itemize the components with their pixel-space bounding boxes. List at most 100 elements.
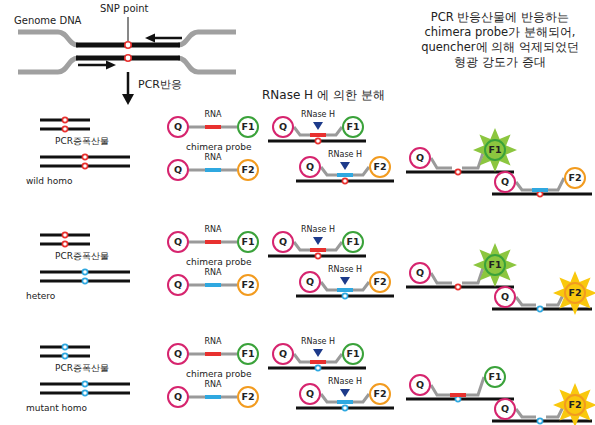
rnase-h-marker (340, 277, 350, 285)
text-label: mutant homo (26, 403, 87, 414)
rna-segment (337, 173, 353, 177)
quencher-circle: Q (272, 231, 294, 253)
quencher-circle: Q (272, 116, 294, 138)
fluorophore-circle: F2 (369, 383, 391, 405)
snp-dot (125, 55, 131, 61)
node-text: F1 (488, 145, 501, 155)
snp-dot (62, 232, 67, 237)
snp-dot (537, 191, 542, 196)
text-label: chimera probe (186, 257, 252, 268)
node-text: Q (279, 349, 287, 359)
snp-dot (62, 353, 67, 358)
target-region (76, 56, 180, 61)
rnase-h-marker (340, 162, 350, 170)
snp-dot (125, 42, 131, 48)
probe-connector (516, 178, 564, 190)
quencher-circle: Q (167, 231, 189, 253)
quencher-circle: Q (494, 286, 516, 308)
primer-arrowhead (106, 61, 116, 70)
edge-label: RNase H (328, 150, 362, 160)
node-text: Q (174, 237, 182, 247)
rna-segment (310, 248, 326, 252)
text-label: chimera probe (186, 142, 252, 153)
genome-strand (18, 58, 78, 72)
cleaved-probe (516, 409, 536, 417)
quencher-circle: Q (299, 271, 321, 293)
node-text: F1 (346, 237, 359, 247)
snp-dot (455, 396, 460, 401)
quencher-circle: Q (167, 159, 189, 181)
fluorophore-circle: F1 (237, 343, 259, 365)
rna-segment (337, 288, 353, 292)
text-label: Genome DNA (14, 15, 81, 28)
node-text: Q (306, 162, 314, 172)
primer-arrow (78, 64, 108, 67)
rna-segment (205, 395, 221, 399)
rnase-h-marker (313, 122, 323, 130)
fluorophore-circle: F2 (237, 386, 259, 408)
snp-dot (82, 381, 87, 386)
rnase-h-marker (340, 389, 350, 397)
snp-dot (455, 284, 460, 289)
snp-dot (537, 418, 542, 423)
node-text: Q (174, 392, 182, 402)
rna-segment (205, 283, 221, 287)
node-text: Q (306, 277, 314, 287)
fluorophore-circle: F2 (564, 167, 586, 189)
node-text: F1 (488, 372, 501, 382)
rna-segment (205, 352, 221, 356)
fluorophore-circle: F1 (237, 116, 259, 138)
rna-segment (205, 125, 221, 129)
process-arrow (127, 72, 130, 96)
node-text: Q (174, 349, 182, 359)
edge-label: RNA (204, 225, 221, 235)
rna-segment (205, 168, 221, 172)
rna-segment (337, 400, 353, 404)
snp-dot (62, 241, 67, 246)
primer-arrowhead (145, 34, 155, 43)
leader-line (128, 17, 129, 41)
probe-connector (189, 353, 237, 356)
quencher-circle: Q (299, 383, 321, 405)
quencher-circle: Q (167, 274, 189, 296)
node-text: Q (416, 268, 424, 278)
fluorophore-circle: F1 (484, 254, 506, 276)
text-label: hetero (26, 291, 55, 302)
target-region (76, 43, 180, 48)
node-text: F1 (346, 122, 359, 132)
node-text: Q (174, 122, 182, 132)
fluorophore-circle: F1 (342, 231, 364, 253)
probe-connector (189, 126, 237, 129)
text-label: RNase H 에 의한 분해 (262, 88, 385, 103)
probe-connector (189, 396, 237, 399)
snp-dot (62, 126, 67, 131)
genome-strand (178, 58, 236, 72)
node-text: F2 (373, 162, 386, 172)
snp-dot (62, 117, 67, 122)
node-text: F2 (241, 280, 254, 290)
cleaved-probe (431, 158, 452, 168)
node-text: Q (501, 292, 509, 302)
text-label: SNP point (100, 3, 149, 16)
node-text: Q (501, 177, 509, 187)
snp-dot (315, 365, 320, 370)
fluorescence-burst (553, 383, 595, 425)
snp-dot (315, 138, 320, 143)
snp-dot (342, 293, 347, 298)
genome-strand (18, 32, 78, 45)
probe-connector (431, 377, 484, 395)
edge-label: RNA (204, 268, 221, 278)
fluorophore-circle: F1 (342, 116, 364, 138)
node-text: F1 (241, 237, 254, 247)
snp-dot (537, 306, 542, 311)
rna-segment (205, 240, 221, 244)
node-text: Q (416, 153, 424, 163)
quencher-circle: Q (167, 116, 189, 138)
node-text: F1 (488, 260, 501, 270)
edge-label: RNase H (301, 110, 335, 120)
probe-connector (189, 241, 237, 244)
quencher-circle: Q (494, 398, 516, 420)
snp-dot (82, 163, 87, 168)
node-text: Q (174, 280, 182, 290)
